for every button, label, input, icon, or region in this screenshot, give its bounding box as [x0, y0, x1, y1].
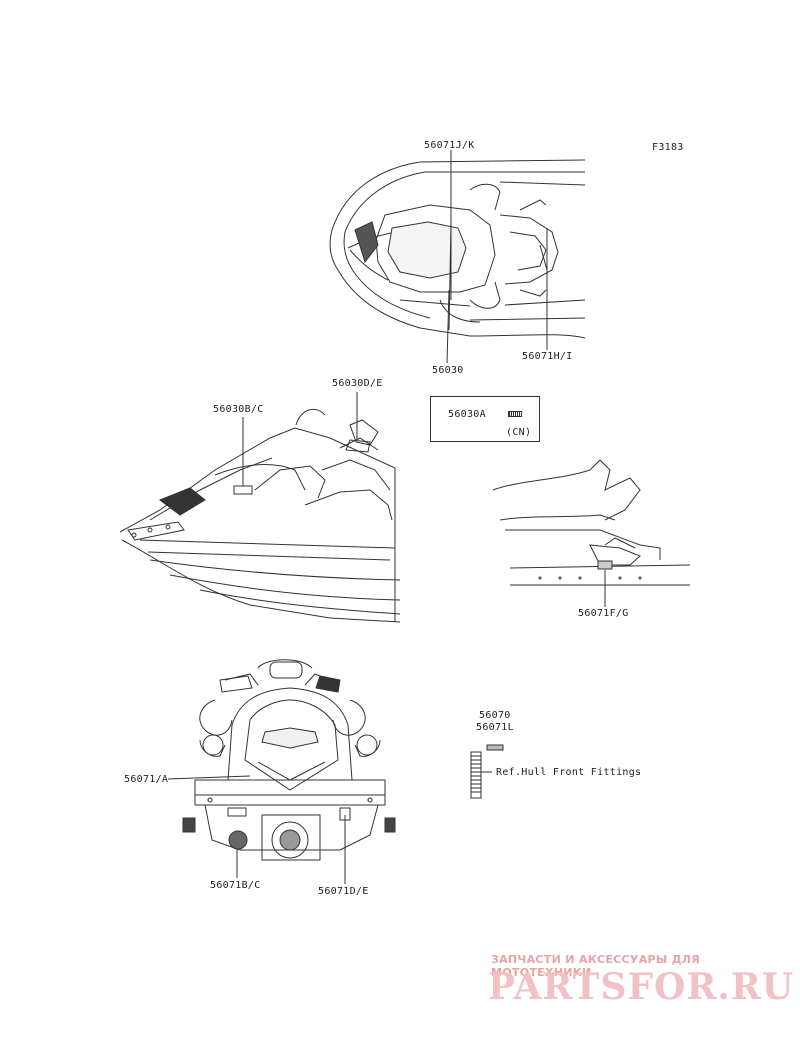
top-view-watercraft	[329, 159, 586, 339]
part-label-56071b-c: 56071B/C	[210, 880, 261, 891]
part-label-56070: 56070	[479, 710, 511, 721]
rear-section-view	[492, 459, 691, 586]
reference-note: Ref.Hull Front Fittings	[496, 767, 642, 778]
part-label-56071-a: 56071/A	[124, 774, 169, 785]
side-view-watercraft	[119, 408, 401, 623]
figure-id: F3183	[652, 142, 684, 153]
front-view-watercraft	[182, 659, 396, 861]
part-label-56071f-g: 56071F/G	[578, 608, 629, 619]
label-kit-roll	[470, 744, 504, 799]
watermark-tagline: ЗАПЧАСТИ И АКСЕССУАРЫ ДЛЯ МОТОТЕХНИКИ	[491, 953, 701, 979]
part-label-56030: 56030	[432, 365, 464, 376]
part-label-56071l: 56071L	[476, 722, 514, 733]
part-label-56071d-e: 56071D/E	[318, 886, 369, 897]
part-label-56030d-e: 56030D/E	[332, 378, 383, 389]
cn-variant-box	[430, 396, 540, 442]
cn-label-icon	[508, 411, 522, 417]
part-label-56071j-k: 56071J/K	[424, 140, 475, 151]
watermark-logo: PARTSFOR.RU	[488, 966, 795, 1008]
part-label-56030a: 56030A	[448, 409, 486, 420]
part-label-56071h-i: 56071H/I	[522, 351, 573, 362]
part-label-56030b-c: 56030B/C	[213, 404, 264, 415]
cn-region-tag: (CN)	[506, 427, 532, 438]
